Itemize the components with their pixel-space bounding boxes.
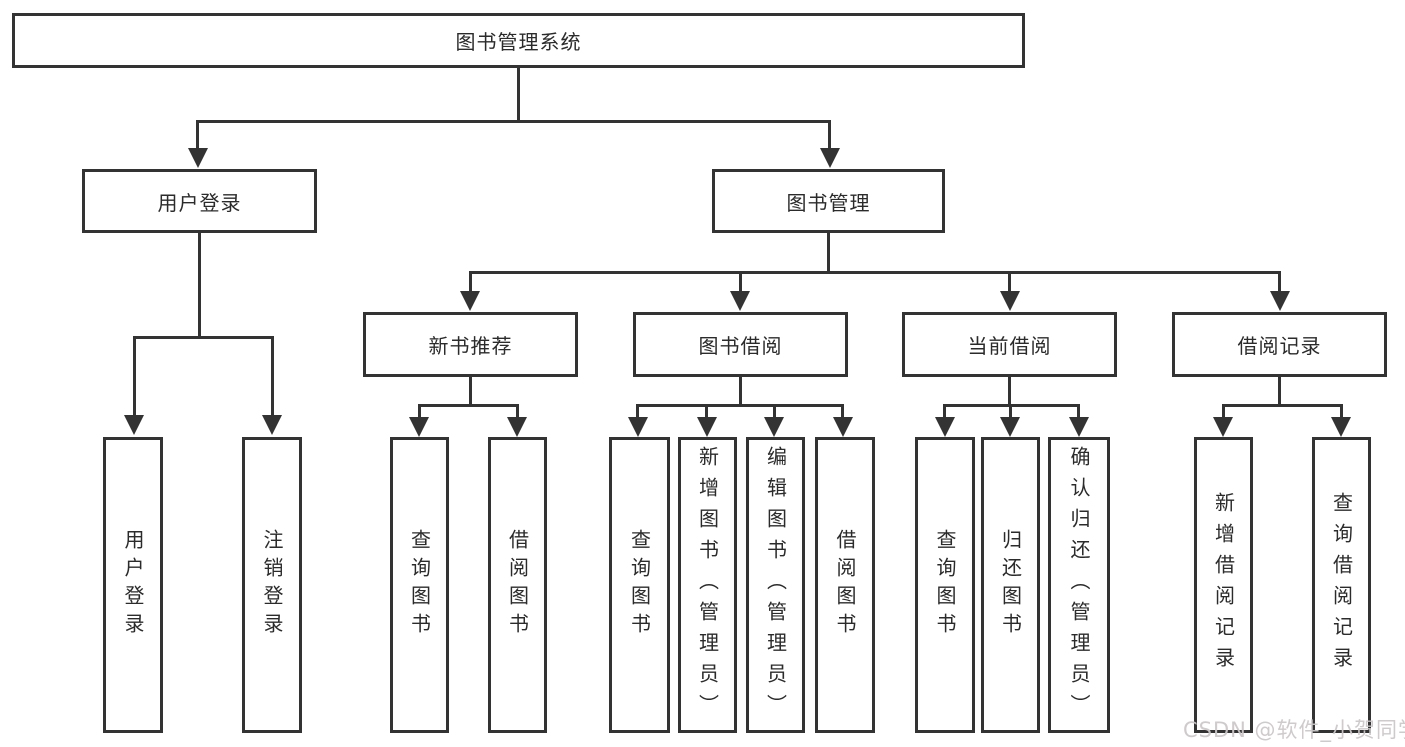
leaf-confirm-return-admin-label: 确认归还（管理员） [1067,445,1091,725]
watermark: CSDN @软件_小贺同学 [1183,718,1405,742]
connector-line [636,404,844,407]
leaf-query-borrow-record: 查询借阅记录 [1312,437,1371,733]
node-book-management: 图书管理 [712,169,945,233]
leaf-add-book-admin: 新增图书（管理员） [678,437,737,733]
leaf-user-login-label: 用户登录 [121,529,145,641]
connector-line [705,404,708,419]
connector-line [1009,404,1012,419]
connector-line [198,233,201,338]
connector-line [841,404,844,419]
node-root: 图书管理系统 [12,13,1025,68]
connector-line [133,336,136,417]
leaf-add-borrow-record: 新增借阅记录 [1194,437,1253,733]
connector-line [196,120,831,123]
leaf-borrow-books-borrowing-label: 借阅图书 [833,529,857,641]
arrowhead-down [697,417,717,437]
leaf-return-books: 归还图书 [981,437,1040,733]
leaf-return-books-label: 归还图书 [998,529,1023,641]
connector-line [418,404,519,407]
connector-line [773,404,776,419]
arrowhead-down [628,417,648,437]
leaf-query-books-recommend-label: 查询图书 [407,529,432,641]
connector-line [1077,404,1080,419]
arrowhead-down [1000,417,1020,437]
node-new-book-recommendation-label: 新书推荐 [428,334,513,358]
node-book-management-label: 图书管理 [786,190,871,215]
leaf-user-login: 用户登录 [103,437,163,733]
node-book-borrowing: 图书借阅 [633,312,848,377]
arrowhead-down [764,417,784,437]
arrowhead-down [262,415,282,435]
node-current-borrowing-label: 当前借阅 [967,334,1052,358]
connector-line [739,377,742,406]
leaf-edit-book-admin: 编辑图书（管理员） [746,437,805,733]
leaf-add-book-admin-label: 新增图书（管理员） [695,445,720,725]
connector-line [469,377,472,406]
leaf-query-borrow-record-label: 查询借阅记录 [1329,492,1354,678]
leaf-borrow-books-borrowing: 借阅图书 [815,437,875,733]
connector-line [636,404,639,419]
leaf-edit-book-admin-label: 编辑图书（管理员） [763,445,788,725]
leaf-confirm-return-admin: 确认归还（管理员） [1048,437,1110,733]
leaf-query-books-current: 查询图书 [915,437,975,733]
leaf-query-books-recommend: 查询图书 [390,437,449,733]
connector-line [133,336,274,339]
node-user-login: 用户登录 [82,169,317,233]
connector-line [827,232,830,273]
connector-line [271,336,274,417]
connector-line [943,404,946,419]
node-borrowing-records-label: 借阅记录 [1237,334,1322,358]
connector-line [739,271,742,293]
connector-line [1222,404,1343,407]
connector-line [418,404,421,419]
node-borrowing-records: 借阅记录 [1172,312,1387,377]
connector-line [1340,404,1343,419]
connector-line [1222,404,1225,419]
connector-line [517,67,520,120]
leaf-logout: 注销登录 [242,437,302,733]
node-user-login-label: 用户登录 [157,190,242,215]
connector-line [828,120,831,150]
arrowhead-down [507,417,527,437]
leaf-query-books-current-label: 查询图书 [933,529,957,641]
connector-line [1008,271,1011,293]
leaf-query-books-borrowing-label: 查询图书 [627,529,652,641]
arrowhead-down [1331,417,1351,437]
node-new-book-recommendation: 新书推荐 [363,312,578,377]
arrowhead-down [1000,291,1020,311]
arrowhead-down [833,417,853,437]
connector-line [469,271,472,293]
connector-line [1278,271,1281,293]
connector-line [469,271,1281,274]
node-current-borrowing: 当前借阅 [902,312,1117,377]
node-book-borrowing-label: 图书借阅 [698,334,783,358]
arrowhead-down [409,417,429,437]
arrowhead-down [820,148,840,168]
node-root-label: 图书管理系统 [455,30,582,54]
arrowhead-down [188,148,208,168]
connector-line [516,404,519,419]
leaf-borrow-books-recommend: 借阅图书 [488,437,547,733]
arrowhead-down [1270,291,1290,311]
arrowhead-down [1069,417,1089,437]
connector-line [1008,377,1011,406]
leaf-logout-label: 注销登录 [260,529,284,641]
arrowhead-down [730,291,750,311]
arrowhead-down [460,291,480,311]
arrowhead-down [124,415,144,435]
connector-line [196,120,199,150]
leaf-add-borrow-record-label: 新增借阅记录 [1211,492,1236,678]
arrowhead-down [935,417,955,437]
connector-line [1278,377,1281,406]
arrowhead-down [1213,417,1233,437]
leaf-borrow-books-recommend-label: 借阅图书 [505,529,530,641]
leaf-query-books-borrowing: 查询图书 [609,437,670,733]
